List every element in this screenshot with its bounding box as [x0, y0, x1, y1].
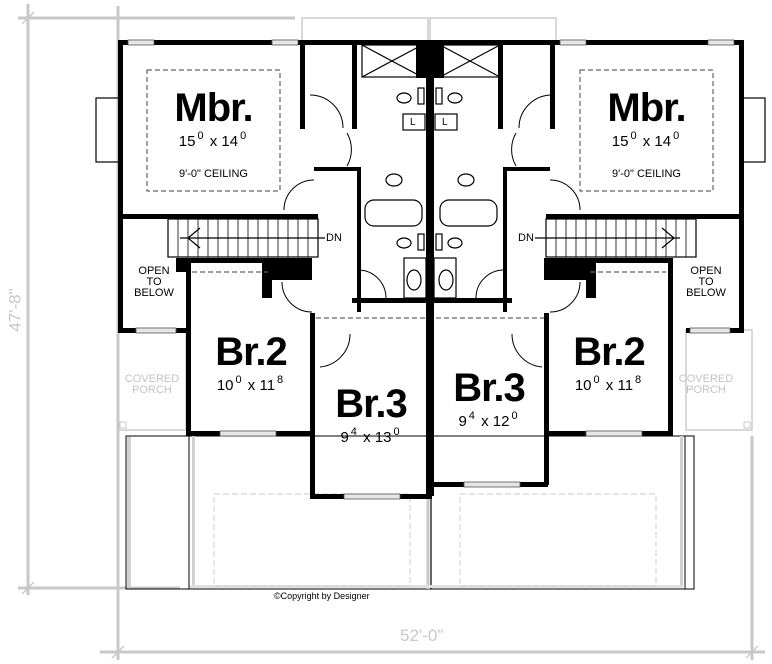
overall-depth-dimension: 47'-8" — [5, 288, 25, 332]
stair-down-left: DN — [326, 232, 342, 244]
room-name: Br.3 — [453, 366, 526, 410]
room-name: Br.2 — [573, 330, 646, 374]
stairs-left — [167, 218, 325, 258]
label-line: TO — [698, 276, 714, 288]
ceiling-note: 9'-0" CEILING — [612, 168, 681, 180]
label-line: BELOW — [134, 287, 174, 299]
label-line: COVERED — [678, 373, 734, 385]
doors — [281, 94, 581, 368]
laundry-right: L — [442, 117, 448, 128]
overall-width-dimension: 52'-0" — [400, 626, 444, 645]
stairs-right — [535, 218, 697, 258]
label-line: COVERED — [124, 373, 180, 385]
copyright-notice: ©Copyright by Designer — [274, 591, 370, 601]
room-name: Br.3 — [335, 382, 408, 426]
label-line: TO — [146, 276, 162, 288]
stair-down-right: DN — [518, 232, 534, 244]
covered-porch-right: COVERED PORCH — [672, 374, 740, 396]
laundry-left: L — [410, 117, 416, 128]
room-name: Mbr. — [607, 86, 686, 130]
label-line: BELOW — [686, 287, 726, 299]
room-name: Br.2 — [215, 330, 288, 374]
label-line: OPEN — [138, 265, 170, 277]
open-to-below-right: OPEN TO BELOW — [676, 266, 736, 299]
room-name: Mbr. — [174, 86, 253, 130]
covered-porch-left: COVERED PORCH — [118, 374, 186, 396]
windows — [127, 39, 735, 500]
ceiling-note: 9'-0" CEILING — [179, 168, 248, 180]
label-line: PORCH — [132, 384, 172, 396]
open-to-below-left: OPEN TO BELOW — [124, 266, 184, 299]
label-line: OPEN — [690, 265, 722, 277]
label-line: PORCH — [686, 384, 726, 396]
